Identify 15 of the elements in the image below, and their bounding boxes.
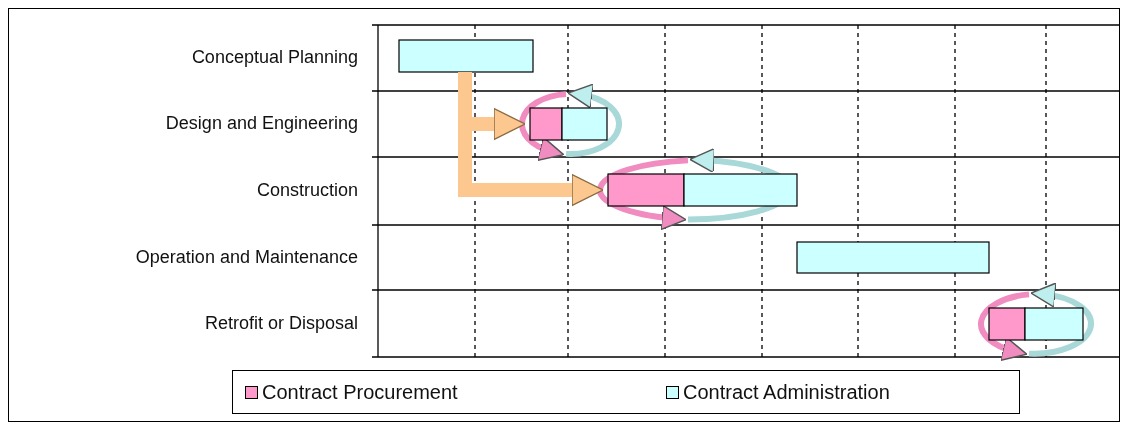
gantt-bar — [796, 241, 990, 274]
row-label: Design and Engineering — [165, 113, 358, 134]
gantt-bar — [529, 107, 563, 141]
row-label: Retrofit or Disposal — [204, 312, 358, 334]
gantt-bar — [561, 107, 608, 141]
row-label: Conceptual Planning — [191, 47, 358, 68]
row-label: Operation and Maintenance — [135, 246, 358, 268]
gantt-bar — [398, 39, 534, 73]
gantt-bar — [683, 173, 798, 207]
legend-label: Contract Procurement — [262, 381, 458, 404]
gantt-bar — [988, 307, 1026, 341]
row-label: Construction — [256, 180, 358, 201]
legend-label: Contract Administration — [683, 381, 890, 404]
gantt-bar — [607, 173, 685, 207]
gantt-bar — [1024, 307, 1084, 341]
